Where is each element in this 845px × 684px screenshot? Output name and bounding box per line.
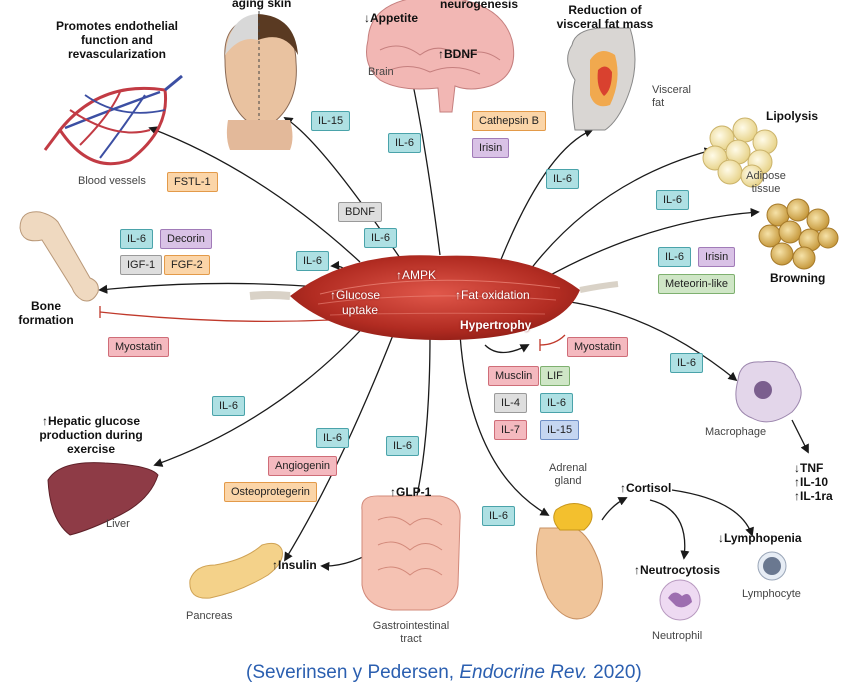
myokine-il6-adipose: IL-6 bbox=[656, 190, 689, 210]
myokine-meteorin-like: Meteorin-like bbox=[658, 274, 735, 294]
neutrocytosis-label: ↑Neutrocytosis bbox=[634, 563, 721, 577]
bone-illustration bbox=[19, 211, 99, 302]
aging-skin-label: aging skin bbox=[232, 0, 292, 10]
blood-vessels-illustration bbox=[43, 74, 183, 166]
signal-arrows bbox=[98, 12, 809, 571]
browning-label: Browning bbox=[770, 271, 826, 285]
kidney-adrenal-illustration bbox=[535, 503, 603, 620]
insulin-label: ↑Insulin bbox=[272, 558, 317, 572]
glp1-label: ↑GLP-1 bbox=[390, 485, 432, 499]
uptake-label: uptake bbox=[342, 303, 379, 317]
myokine-irisin-browning: Irisin bbox=[698, 247, 736, 267]
pancreas-illustration bbox=[189, 542, 283, 599]
myokine-il4: IL-4 bbox=[494, 393, 527, 413]
myokine-igf1: IGF-1 bbox=[120, 255, 163, 275]
myokine-myostatin-bone: Myostatin bbox=[108, 337, 170, 357]
lymphocyte-label: Lymphocyte bbox=[742, 588, 801, 600]
myokine-il6-gi: IL-6 bbox=[386, 436, 419, 456]
myokine-il15-auto: IL-15 bbox=[540, 420, 580, 440]
myokine-cathepsin-b: Cathepsin B bbox=[472, 111, 546, 131]
neutrophil-illustration bbox=[659, 579, 701, 621]
myokine-il6-left: IL-6 bbox=[296, 251, 329, 271]
macrophage-illustration bbox=[735, 360, 802, 423]
myokine-decorin: Decorin bbox=[160, 229, 212, 249]
adipose-tissue-illustration bbox=[702, 117, 778, 188]
myokine-musclin: Musclin bbox=[488, 366, 540, 386]
myokine-bdnf: BDNF bbox=[338, 202, 382, 222]
face-illustration bbox=[224, 5, 298, 150]
gi-tract-illustration bbox=[361, 495, 461, 611]
myokine-il6-auto: IL-6 bbox=[540, 393, 573, 413]
myokine-il6-macrophage: IL-6 bbox=[670, 353, 703, 373]
ampk-label: ↑AMPK bbox=[396, 268, 437, 282]
neurogenesis-label: neurogenesis bbox=[440, 0, 519, 11]
visceral-fat-illustration bbox=[567, 27, 636, 131]
myokine-lif: LIF bbox=[540, 366, 570, 386]
myokine-il6-browning: IL-6 bbox=[658, 247, 691, 267]
myokine-irisin-brain: Irisin bbox=[472, 138, 510, 158]
myokine-fstl1: FSTL-1 bbox=[167, 172, 218, 192]
myokine-osteoprotegerin: Osteoprotegerin bbox=[224, 482, 317, 502]
blood-vessels-label: Blood vessels bbox=[78, 175, 146, 187]
glucose-label: ↑Glucose bbox=[330, 288, 381, 302]
lipolysis-label: Lipolysis bbox=[766, 109, 819, 123]
pancreas-label: Pancreas bbox=[186, 610, 233, 622]
hypertrophy-label: Hypertrophy bbox=[460, 318, 532, 332]
myokine-il6-brain: IL-6 bbox=[388, 133, 421, 153]
skeletal-muscle bbox=[249, 255, 619, 341]
myokine-il6-adrenal: IL-6 bbox=[482, 506, 515, 526]
citation: (Severinsen y Pedersen, Endocrine Rev. 2… bbox=[246, 662, 642, 683]
bdnf-up-label: ↑BDNF bbox=[438, 47, 478, 61]
brain-label: Brain bbox=[368, 66, 394, 78]
myokine-angiogenin: Angiogenin bbox=[268, 456, 338, 476]
myokine-fgf2: FGF-2 bbox=[164, 255, 210, 275]
cortisol-label: ↑Cortisol bbox=[620, 481, 672, 495]
myokine-il6-center: IL-6 bbox=[364, 228, 397, 248]
fat-oxidation-label: ↑Fat oxidation bbox=[455, 288, 530, 302]
neutrophil-label: Neutrophil bbox=[652, 630, 703, 642]
inhibition-lines bbox=[99, 306, 566, 351]
myokine-il6-liver: IL-6 bbox=[212, 396, 245, 416]
cytokine-effects-label: ↓TNF↑IL-10↑IL-1ra bbox=[794, 461, 833, 503]
myokine-il6-pancreas: IL-6 bbox=[316, 428, 349, 448]
liver-label: Liver bbox=[106, 518, 130, 530]
myokine-myostatin-muscle: Myostatin bbox=[567, 337, 629, 357]
myokine-il6-visceral: IL-6 bbox=[546, 169, 579, 189]
lymphopenia-label: ↓Lymphopenia bbox=[718, 531, 802, 545]
appetite-label: ↓Appetite bbox=[364, 11, 418, 25]
myokine-il7: IL-7 bbox=[494, 420, 527, 440]
brown-adipose-illustration bbox=[758, 198, 839, 270]
liver-illustration bbox=[47, 462, 159, 536]
myokine-il6-bone: IL-6 bbox=[120, 229, 153, 249]
brain-illustration bbox=[366, 0, 515, 113]
myokine-il15-skin: IL-15 bbox=[311, 111, 351, 131]
lymphocyte-illustration bbox=[757, 551, 787, 581]
macrophage-label: Macrophage bbox=[705, 426, 767, 438]
